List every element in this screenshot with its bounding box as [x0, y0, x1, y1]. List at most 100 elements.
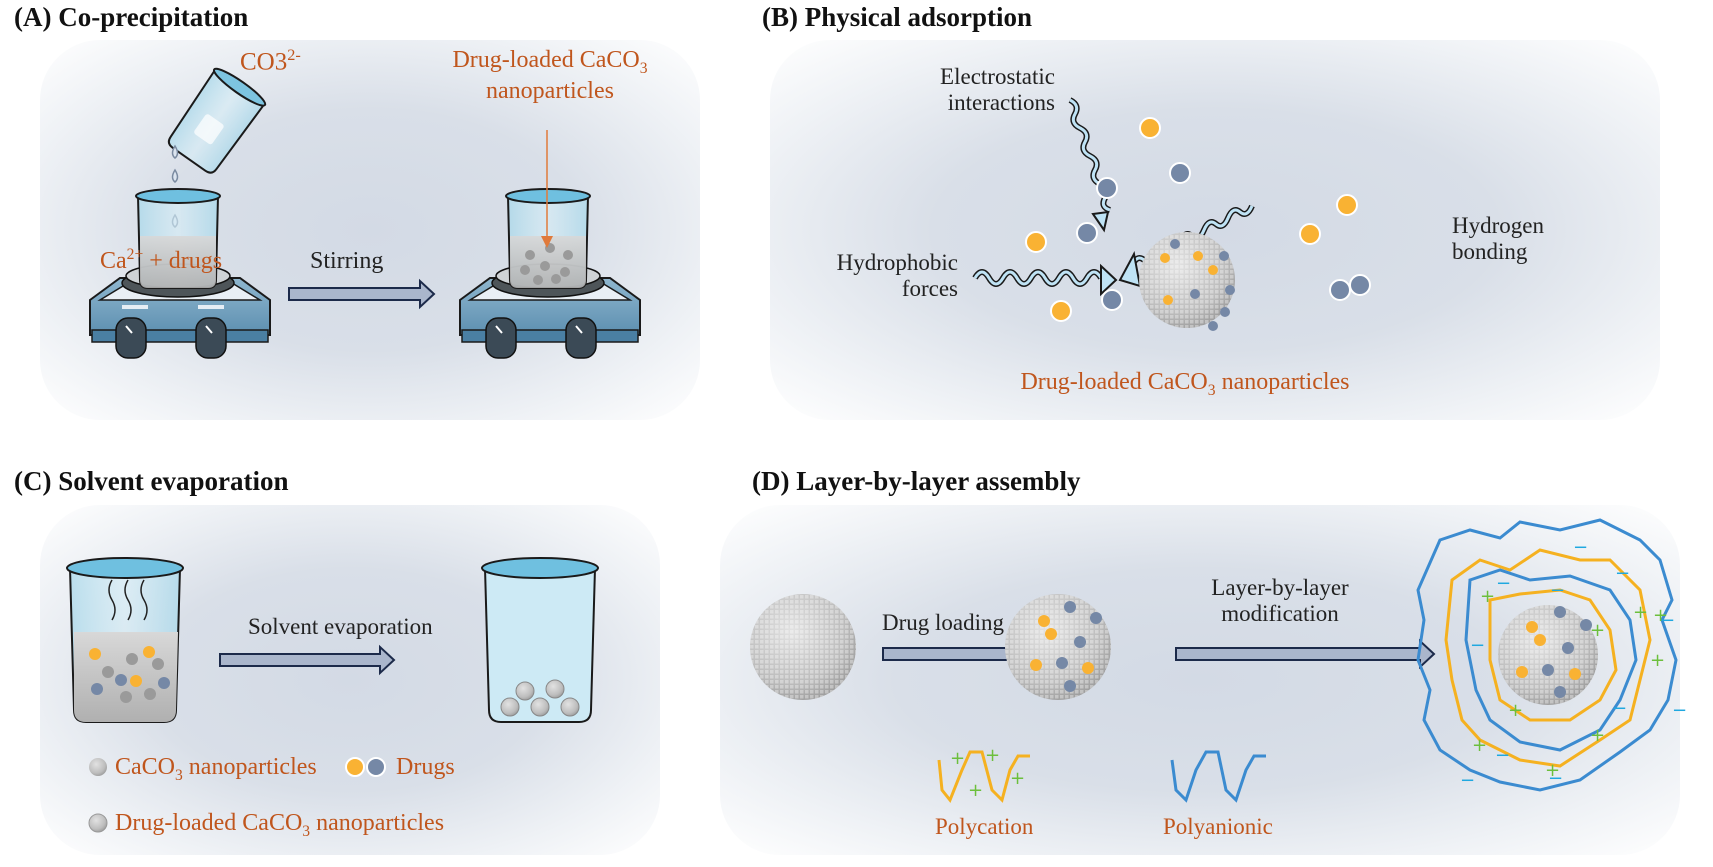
beaker-left-icon — [135, 188, 221, 289]
drug-loading-label: Drug loading — [882, 610, 1005, 635]
legend-drug-blue-icon — [366, 757, 386, 777]
plus-sign: + — [1633, 602, 1649, 623]
hydrogen-line1: Hydrogen — [1452, 213, 1544, 238]
legend-nanoparticle-post: nanoparticles — [182, 754, 317, 780]
minus-sign: − — [1612, 698, 1628, 719]
panel-b-background — [770, 40, 1660, 420]
plus-sign: + — [1590, 620, 1606, 641]
legend-loaded-nanoparticle-icon — [88, 813, 108, 833]
calcium-drugs-label: Ca2+ + drugs — [100, 246, 222, 276]
minus-sign: − — [1496, 573, 1512, 594]
plus-sign: + — [1010, 768, 1026, 789]
solvent-evaporation-label: Solvent evaporation — [248, 614, 433, 639]
beaker-evaporating-icon — [66, 557, 184, 723]
minus-sign: − — [1460, 770, 1476, 791]
hydrophobic-line2: forces — [901, 276, 958, 302]
calcium-charge: 2+ — [126, 246, 144, 263]
minus-sign: − — [1495, 745, 1511, 766]
knob-icon — [195, 317, 227, 359]
product-label-b-sub: 3 — [1207, 381, 1216, 399]
legend-nanoparticle-sub: 3 — [175, 766, 183, 784]
panel-c-title: (C) Solvent evaporation — [14, 466, 289, 496]
minus-sign: − — [1660, 610, 1676, 631]
minus-sign: − — [1550, 580, 1566, 601]
product-label-a-text: Drug-loaded CaCO — [452, 47, 640, 73]
plus-sign: + — [1650, 650, 1666, 671]
product-label-a-sub: 3 — [639, 59, 648, 77]
minus-sign: − — [1548, 768, 1564, 789]
pouring-beaker-icon — [167, 67, 267, 174]
dried-loaded-nanoparticles — [500, 679, 580, 717]
legend-loaded-post: nanoparticles — [310, 810, 445, 836]
beaker-dried-icon — [481, 557, 599, 723]
polyanion-label: Polyanionic — [1163, 814, 1273, 839]
drug-molecules — [1160, 239, 1235, 331]
knob-icon — [485, 317, 517, 359]
legend-loaded-sub: 3 — [302, 822, 311, 840]
bare-nanoparticle-d — [750, 594, 856, 700]
plus-sign: + — [1480, 586, 1496, 607]
hydrophobic-line1: Hydrophobic — [836, 250, 958, 275]
minus-sign: − — [1615, 563, 1631, 584]
minus-sign: − — [1672, 700, 1688, 721]
vapor-lines-icon — [108, 579, 148, 621]
hydrogen-line2: bonding — [1452, 239, 1528, 265]
plus-sign: + — [985, 745, 1001, 766]
calcium-text: Ca — [100, 248, 127, 274]
drugs-text: + drugs — [143, 248, 223, 274]
legend-nanoparticle-icon — [89, 758, 107, 776]
panel-b-title: (B) Physical adsorption — [762, 2, 1033, 32]
plus-sign: + — [950, 748, 966, 769]
product-label-b-post: nanoparticles — [1215, 369, 1350, 395]
plus-sign: + — [1508, 700, 1524, 721]
hydrophobic-wave-arrow — [972, 263, 1118, 297]
legend-nanoparticle-text: CaCO — [115, 754, 175, 780]
layered-nanoparticle — [1416, 518, 1678, 792]
product-label-a-line1: Drug-loaded CaCO3 — [425, 47, 675, 78]
hydrophobic-label: Hydrophobic forces — [780, 250, 958, 303]
stirring-label: Stirring — [310, 248, 384, 274]
electrostatic-label: Electrostatic interactions — [880, 64, 1055, 117]
panel-d-title: (D) Layer-by-layer assembly — [752, 466, 1081, 496]
loaded-nanoparticle-d — [1005, 594, 1111, 700]
carbonate-label: CO32- — [240, 46, 301, 77]
carbonate-charge: 2- — [287, 46, 301, 64]
minus-sign: − — [1470, 635, 1486, 656]
lbl-modification-line1: Layer-by-layer — [1211, 575, 1349, 600]
minus-sign: − — [1573, 537, 1589, 558]
product-label-b-text: Drug-loaded CaCO — [1020, 369, 1208, 395]
hydrogen-bonding-label: Hydrogen bonding — [1452, 213, 1544, 266]
electrostatic-line1: Electrostatic — [940, 64, 1055, 89]
polycation-label: Polycation — [935, 814, 1034, 839]
knob-icon — [565, 317, 597, 359]
plus-sign: + — [1545, 760, 1561, 781]
plus-sign: + — [1472, 735, 1488, 756]
stirring-arrow — [288, 278, 436, 310]
product-label-b: Drug-loaded CaCO3 nanoparticles — [960, 369, 1410, 400]
lbl-modification-line2: modification — [1221, 601, 1339, 627]
electrostatic-line2: interactions — [947, 90, 1055, 116]
plus-sign: + — [1653, 605, 1669, 626]
legend-drug-yellow-icon — [345, 757, 365, 777]
product-label-a-line2: nanoparticles — [486, 77, 614, 104]
carbonate-label-text: CO3 — [240, 48, 288, 76]
polycation-legend-icon — [937, 750, 1030, 803]
loaded-nanoparticle-b — [1139, 232, 1235, 331]
legend-loaded-text: Drug-loaded CaCO — [115, 810, 303, 836]
free-drug-molecules — [1025, 117, 1371, 322]
polyanion-legend-icon — [1170, 750, 1266, 803]
legend-nanoparticle-label: CaCO3 nanoparticles — [115, 754, 317, 785]
legend-loaded-label: Drug-loaded CaCO3 nanoparticles — [115, 810, 444, 841]
knob-icon — [115, 317, 147, 359]
product-pointer-arrowhead — [541, 236, 553, 248]
legend-drugs-label: Drugs — [396, 754, 455, 780]
lbl-modification-arrow — [1175, 638, 1436, 670]
product-label-a: Drug-loaded CaCO3 nanoparticles — [425, 47, 675, 105]
panel-a-title: (A) Co-precipitation — [14, 2, 249, 32]
lbl-modification-label: Layer-by-layer modification — [1180, 575, 1380, 628]
plus-sign: + — [1590, 725, 1606, 746]
plus-sign: + — [968, 780, 984, 801]
evaporation-arrow — [219, 644, 396, 676]
electrostatic-wave-arrow — [1068, 97, 1112, 233]
